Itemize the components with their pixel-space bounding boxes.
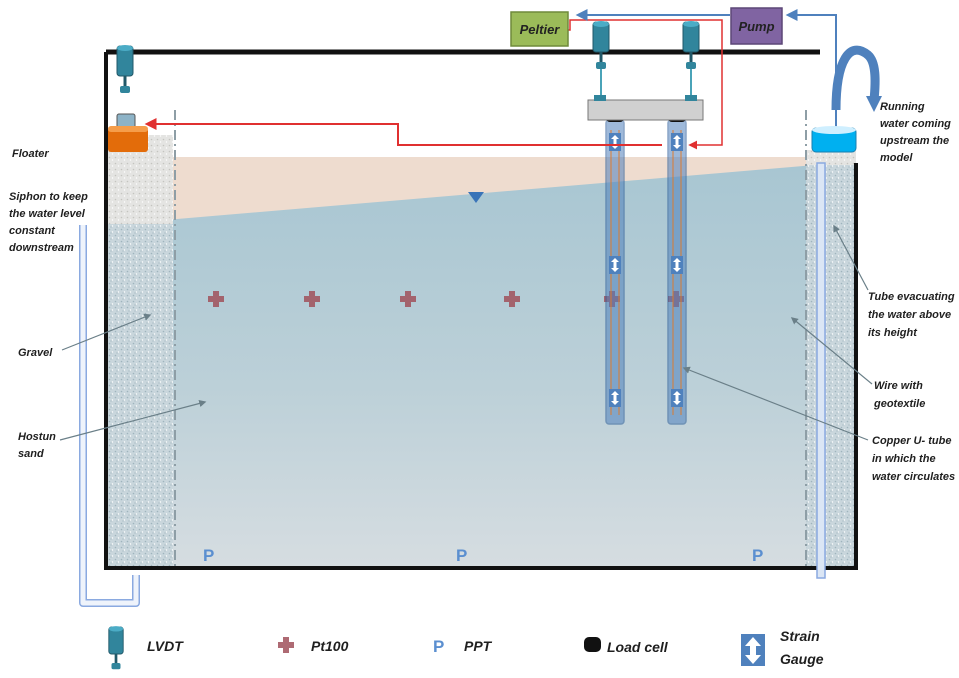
legend-ppt: P PPT [433,637,493,656]
strain-gauge [671,256,683,274]
copper-u-tube-left [605,113,625,425]
pt100-icon [278,637,294,653]
loading-beam [587,20,704,121]
strain-gauge [609,389,621,407]
copper-u-tube-right [667,113,687,425]
gravel-label: Gravel [18,347,53,359]
annotations: Floater Siphon to keep the water level c… [9,101,958,483]
water-inlet [811,45,882,579]
lvdt-sensor [592,20,610,70]
legend: LVDT Pt100 P PPT Load cell Strain Gauge [108,625,824,670]
strain-gauge [609,133,621,151]
pump-box: Pump [730,7,783,45]
legend-load-cell-label: Load cell [607,639,669,655]
overflow-tube [816,162,826,579]
legend-strain-gauge-label: Strain Gauge [780,628,824,667]
ppt-markers: P P P [203,546,763,565]
floater-assembly [108,44,148,152]
floater [108,128,148,152]
strain-gauge [671,133,683,151]
ppt-icon: P [433,637,444,656]
lvdt-sensor [682,20,700,70]
water-level-marker [468,192,484,203]
floater-label: Floater [12,148,49,160]
tank-walls [104,52,858,570]
legend-lvdt-label: LVDT [147,638,184,654]
ppt-marker: P [203,546,214,565]
pump-label: Pump [738,19,774,34]
siphon-label: Siphon to keep the water level constant … [9,191,91,254]
legend-pt100: Pt100 [278,637,349,654]
lvdt-icon [108,625,124,670]
wire-geotextile-label: Wire with geotextile [873,380,926,410]
legend-ppt-label: PPT [464,638,493,654]
load-cell-icon [584,637,601,652]
strain-gauge [609,256,621,274]
tank [104,49,858,570]
legend-pt100-label: Pt100 [311,638,349,654]
peltier-label: Peltier [520,22,561,37]
strain-gauge [671,389,683,407]
legend-load-cell: Load cell [584,637,669,655]
siphon [79,225,140,607]
tube-evacuating-label: Tube evacuating the water above its heig… [868,291,958,339]
hostun-sand-label: Hostun sand [18,431,59,460]
saturated-sand-zone [106,165,815,568]
running-water-label: Running water coming upstream the model [880,101,954,164]
gravel-left [106,224,173,568]
red-pipes [144,19,723,150]
ppt-marker: P [456,546,467,565]
copper-u-tube-label: Copper U- tube in which the water circul… [872,435,955,483]
peltier-box: Peltier [510,11,569,47]
ppt-marker: P [752,546,763,565]
lvdt-sensor [116,44,134,94]
legend-strain-gauge: Strain Gauge [741,628,824,667]
legend-lvdt: LVDT [108,625,184,670]
gravel-right [806,165,856,568]
